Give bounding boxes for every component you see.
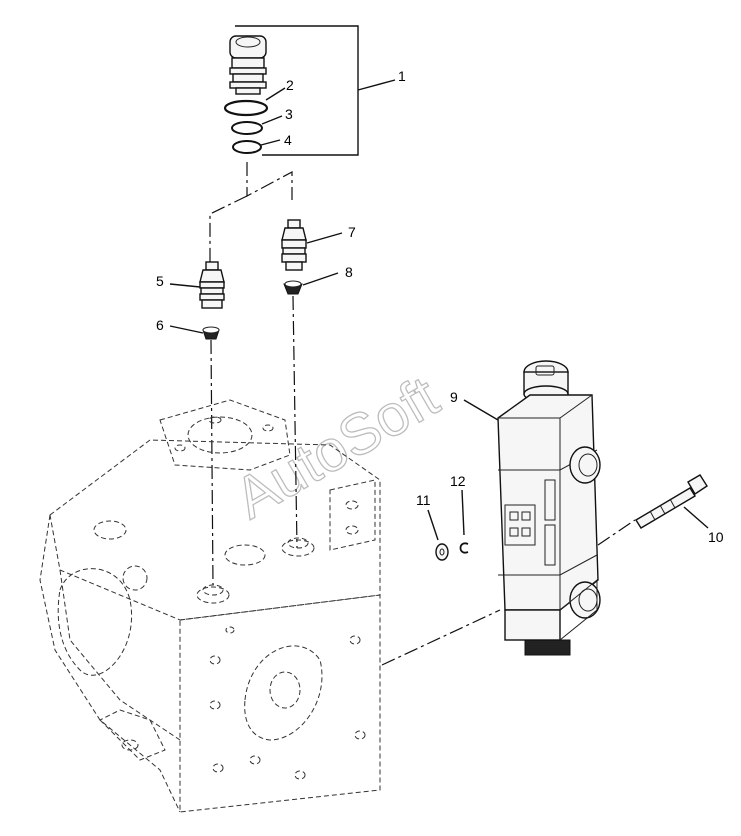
o-ring-small — [232, 140, 262, 154]
centerline-valve — [381, 609, 501, 666]
valve-7 — [281, 219, 307, 271]
relief-valve-cartridge — [229, 35, 267, 95]
callout-1: 1 — [398, 68, 406, 84]
callout-7: 7 — [348, 224, 356, 240]
callout-11: 11 — [416, 492, 431, 508]
washer-11 — [435, 543, 449, 561]
seat-6 — [202, 326, 220, 340]
callout-3: 3 — [285, 106, 293, 122]
directional-valve-9 — [497, 360, 601, 656]
screw-10 — [635, 474, 708, 529]
seat-8 — [283, 280, 303, 295]
centerline-left-3 — [210, 339, 214, 586]
callout-12: 12 — [450, 473, 466, 489]
centerline-right — [292, 295, 298, 549]
snap-ring-12 — [459, 542, 469, 554]
bracket-1 — [235, 25, 359, 156]
callout-8: 8 — [345, 264, 353, 280]
centerline-left — [246, 162, 293, 200]
callout-9: 9 — [450, 389, 458, 405]
callout-10: 10 — [708, 529, 724, 545]
callout-6: 6 — [156, 317, 164, 333]
valve-5 — [199, 261, 225, 309]
o-ring-large — [223, 99, 269, 117]
callout-2: 2 — [286, 77, 294, 93]
callout-4: 4 — [284, 132, 292, 148]
backup-ring — [231, 121, 263, 135]
centerline-screw — [597, 519, 636, 546]
pump-housing — [39, 399, 381, 813]
callout-5: 5 — [156, 273, 164, 289]
centerline-left-2 — [209, 195, 248, 262]
